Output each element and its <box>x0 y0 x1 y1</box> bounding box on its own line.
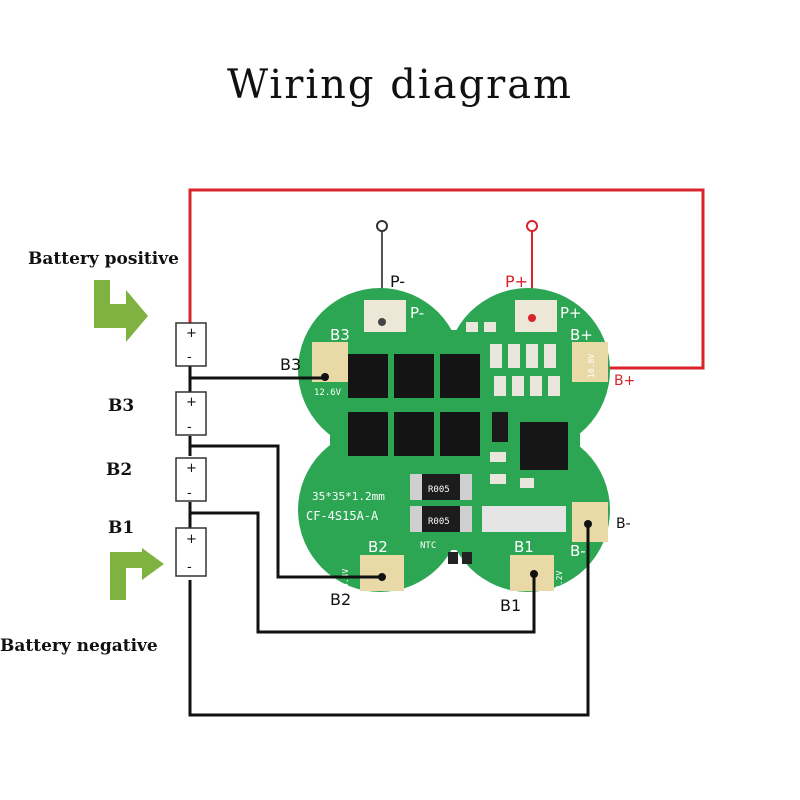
wire-b1-label: B1 <box>500 596 522 615</box>
p-minus-label: P- <box>390 272 406 291</box>
b1-wire <box>190 511 536 634</box>
wire-b2-label: B2 <box>330 590 352 609</box>
battery-cells <box>175 322 207 577</box>
battery-negative-wire <box>188 524 590 717</box>
b-plus-pad <box>572 342 608 382</box>
svg-text:+: + <box>186 326 197 341</box>
svg-text:35*35*1.2mm: 35*35*1.2mm <box>312 490 385 503</box>
svg-text:16.8V: 16.8V <box>587 354 596 378</box>
svg-text:-: - <box>187 486 192 501</box>
svg-text:P+: P+ <box>560 304 582 322</box>
battery-negative-label: Battery negative <box>0 636 158 656</box>
svg-text:R005: R005 <box>428 517 450 527</box>
p-plus-pad <box>515 300 557 332</box>
svg-text:+: + <box>186 461 197 476</box>
cell-b3-label: B3 <box>108 396 135 416</box>
b3-pad <box>312 342 348 382</box>
arrow-icon <box>94 280 148 342</box>
p-plus-label: P+ <box>505 272 529 291</box>
b-minus-label: B- <box>616 516 631 532</box>
svg-text:4.2V: 4.2V <box>555 571 564 590</box>
svg-text:B3: B3 <box>330 326 350 344</box>
b-plus-label: B+ <box>614 373 636 389</box>
svg-text:B+: B+ <box>570 326 593 344</box>
cell-b1-label: B1 <box>108 518 135 538</box>
svg-text:R005: R005 <box>428 485 450 495</box>
svg-text:P-: P- <box>410 304 424 322</box>
cell-b2-label: B2 <box>106 460 133 480</box>
svg-text:-: - <box>187 420 192 435</box>
p-minus-pad <box>364 300 406 332</box>
arrow-icon <box>110 548 164 600</box>
svg-text:B-: B- <box>570 542 586 560</box>
wire-b3-label: B3 <box>280 355 302 374</box>
svg-text:-: - <box>187 560 192 575</box>
svg-text:+: + <box>186 532 197 547</box>
svg-text:12.6V: 12.6V <box>314 388 342 398</box>
svg-text:CF-4S15A-A: CF-4S15A-A <box>306 509 379 523</box>
b2-wire <box>190 444 382 579</box>
battery-positive-wire <box>188 188 705 370</box>
svg-text:NTC: NTC <box>420 541 436 551</box>
svg-text:B2: B2 <box>368 538 388 556</box>
svg-text:B1: B1 <box>514 538 534 556</box>
svg-text:+: + <box>186 395 197 410</box>
p-plus-terminal <box>526 220 538 232</box>
p-minus-terminal <box>376 220 388 232</box>
bms-board: P- P+ B3 B+ B- B2 B1 12.6V 16.8V 8.4V 4.… <box>298 288 610 592</box>
svg-text:-: - <box>187 350 192 365</box>
battery-positive-label: Battery positive <box>28 249 179 269</box>
page-title: Wiring diagram <box>227 62 573 108</box>
